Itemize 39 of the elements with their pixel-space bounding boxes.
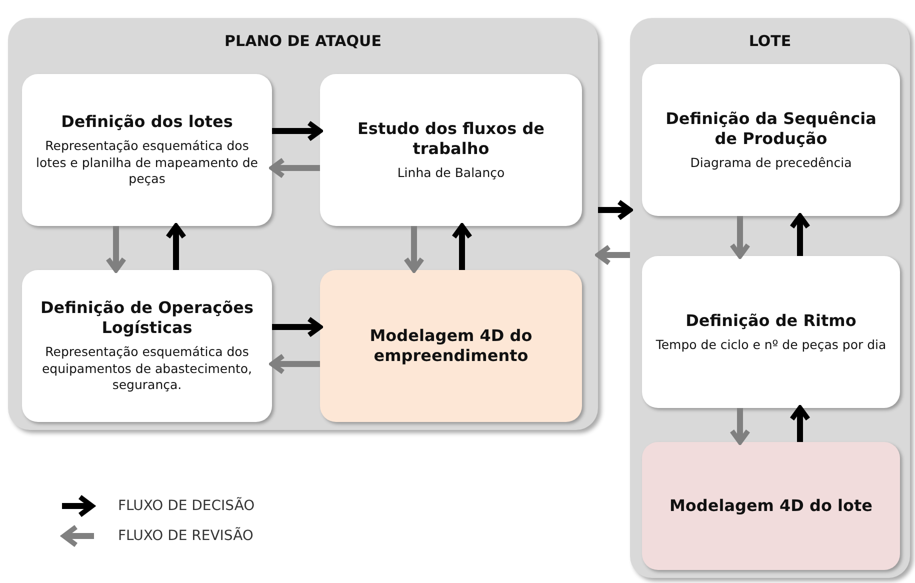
arrow (166, 224, 186, 270)
process-box (320, 74, 582, 226)
box-title: Definição da Sequência de Produção (664, 108, 878, 149)
arrow (106, 226, 126, 272)
box-title: Estudo dos fluxos de trabalho (356, 118, 546, 159)
arrow (272, 120, 322, 142)
process-box (320, 270, 582, 422)
legend-text: FLUXO DE REVISÃO (118, 528, 254, 544)
process-box (642, 64, 900, 216)
arrow (598, 200, 632, 220)
box-title: Definição de Ritmo (686, 310, 856, 331)
box-description: Tempo de ciclo e nº de peças por dia (656, 336, 886, 354)
group-panel (8, 18, 598, 430)
box-description: Representação esquemática dos equipamentos de abastecimento, segurança. (40, 344, 254, 394)
arrow (596, 244, 630, 266)
box-title: Definição de Operações Logísticas (39, 298, 255, 338)
process-box (642, 256, 900, 408)
box-description: Diagrama de precedência (690, 154, 852, 172)
box-title: Modelagem 4D do lote (669, 496, 873, 516)
legend-text: FLUXO DE DECISÃO (118, 498, 255, 514)
box-description: Linha de Balanço (397, 164, 505, 182)
group-panel (630, 18, 910, 578)
arrow (272, 316, 322, 338)
arrow (790, 214, 810, 256)
box-title: Definição dos lotes (61, 112, 233, 132)
arrow (270, 354, 320, 374)
arrow (730, 216, 750, 258)
group-title: PLANO DE ATAQUE (224, 32, 382, 51)
arrow (730, 408, 750, 444)
group-title: LOTE (748, 32, 792, 51)
box-description: Representação esquemática dos lotes e planilha de mapeamento de peças (34, 138, 259, 188)
process-box (22, 270, 272, 422)
arrow (790, 406, 810, 442)
box-title: Modelagem 4D do empreendimento (368, 326, 534, 366)
arrow (270, 158, 320, 178)
arrow (404, 226, 424, 272)
arrow (452, 224, 472, 270)
process-box (22, 74, 272, 226)
process-box (642, 442, 900, 570)
